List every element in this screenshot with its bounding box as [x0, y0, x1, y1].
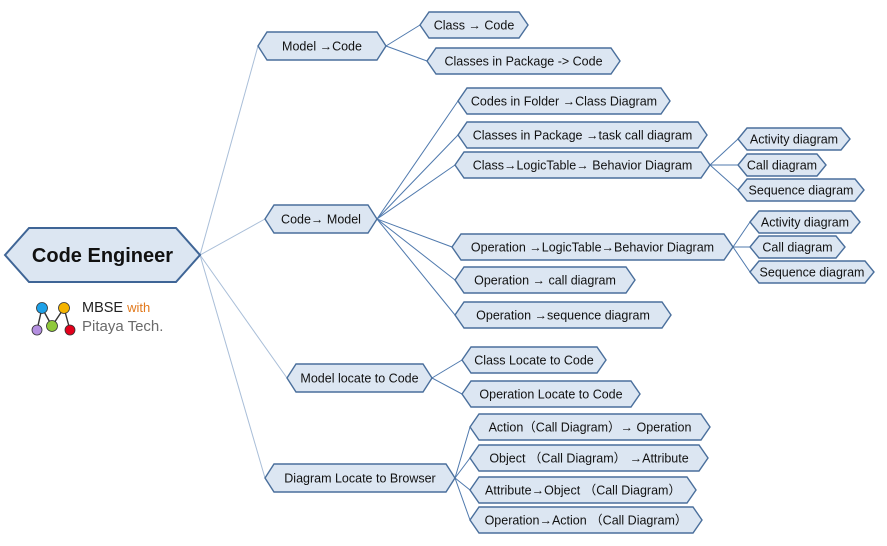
child-node-classes-in-package-task-call-diagram[interactable]: Classes in Package →task call diagram	[457, 121, 708, 149]
child-node-class-logictable-behavior-diagram-label: Class→LogicTable→ Behavior Diagram	[473, 159, 693, 173]
leaf-node-activity-diagram-label: Activity diagram	[761, 216, 849, 230]
branch-connector	[454, 457, 471, 479]
leaf-node-call-diagram-label: Call diagram	[747, 159, 817, 173]
child-node-operation-sequence-diagram-label: Operation →sequence diagram	[476, 309, 650, 323]
leaf-node-sequence-diagram-label: Sequence diagram	[749, 184, 854, 198]
leaf-node-activity-diagram[interactable]: Activity diagram	[737, 127, 851, 151]
child-node-attribute-object-call-diagram-label: Attribute→Object （Call Diagram）	[485, 484, 681, 498]
branch-connector	[376, 218, 456, 281]
leaf-node-activity-diagram[interactable]: Activity diagram	[749, 210, 861, 234]
branch-connector	[385, 24, 421, 47]
child-node-classes-in-package-code[interactable]: Classes in Package -> Code	[426, 47, 621, 75]
child-node-classes-in-package-task-call-diagram-label: Classes in Package →task call diagram	[473, 129, 693, 143]
leaf-node-sequence-diagram-label: Sequence diagram	[760, 266, 865, 280]
logo-company: Pitaya Tech.	[82, 318, 164, 335]
branch-connector	[454, 477, 471, 491]
branch-connector	[454, 426, 471, 479]
child-node-class-code[interactable]: Class → Code	[419, 11, 529, 39]
branch-connector	[376, 218, 453, 248]
root-connector	[199, 254, 266, 479]
child-node-operation-locate-to-code[interactable]: Operation Locate to Code	[461, 380, 641, 408]
branch-node-code-model-label: Code→ Model	[281, 213, 361, 227]
leaf-connector	[709, 138, 739, 166]
child-node-operation-sequence-diagram[interactable]: Operation →sequence diagram	[454, 301, 672, 329]
leaf-connector	[709, 164, 739, 191]
child-node-object-call-diagram-attribute[interactable]: Object （Call Diagram） →Attribute	[469, 444, 709, 472]
root-connector	[199, 254, 288, 379]
leaf-node-call-diagram[interactable]: Call diagram	[749, 235, 846, 259]
child-node-class-code-label: Class → Code	[434, 19, 515, 33]
child-node-object-call-diagram-attribute-label: Object （Call Diagram） →Attribute	[489, 452, 688, 466]
child-node-operation-logictable-behavior-diagram-label: Operation →LogicTable→Behavior Diagram	[471, 241, 714, 255]
branch-connector	[376, 164, 456, 220]
root-node-code-engineer[interactable]: Code Engineer	[3, 227, 202, 283]
branch-node-model-code-label: Model →Code	[282, 40, 362, 54]
leaf-node-call-diagram[interactable]: Call diagram	[737, 153, 827, 177]
child-node-attribute-object-call-diagram[interactable]: Attribute→Object （Call Diagram）	[469, 476, 697, 504]
root-node-code-engineer-label: Code Engineer	[32, 245, 173, 267]
child-node-action-call-diagram-operation-label: Action（Call Diagram）→ Operation	[489, 421, 692, 435]
leaf-node-sequence-diagram[interactable]: Sequence diagram	[749, 260, 875, 284]
child-node-class-locate-to-code-label: Class Locate to Code	[474, 354, 594, 368]
branch-connector	[376, 100, 459, 220]
logo-with: with	[127, 300, 151, 315]
child-node-operation-action-call-diagram[interactable]: Operation→Action （Call Diagram）	[469, 506, 703, 534]
leaf-node-sequence-diagram[interactable]: Sequence diagram	[737, 178, 865, 202]
logo-mark-icon	[31, 302, 76, 336]
branch-node-model-locate-to-code[interactable]: Model locate to Code	[286, 363, 433, 393]
leaf-node-activity-diagram-label: Activity diagram	[750, 133, 838, 147]
leaf-connector	[732, 246, 751, 273]
child-node-operation-logictable-behavior-diagram[interactable]: Operation →LogicTable→Behavior Diagram	[451, 233, 734, 261]
branch-connector	[376, 218, 456, 316]
child-node-operation-action-call-diagram-label: Operation→Action （Call Diagram）	[485, 514, 688, 528]
branch-node-code-model[interactable]: Code→ Model	[264, 204, 378, 234]
child-node-classes-in-package-code-label: Classes in Package -> Code	[444, 55, 602, 69]
child-node-class-locate-to-code[interactable]: Class Locate to Code	[461, 346, 607, 374]
branch-connector	[454, 477, 471, 521]
leaf-connector	[732, 221, 751, 248]
branch-node-model-locate-to-code-label: Model locate to Code	[300, 372, 418, 386]
root-connector	[199, 218, 266, 256]
child-node-codes-in-folder-class-diagram[interactable]: Codes in Folder →Class Diagram	[457, 87, 671, 115]
branch-connector	[376, 134, 459, 220]
branch-connector	[385, 45, 428, 62]
branch-node-diagram-locate-to-browser[interactable]: Diagram Locate to Browser	[264, 463, 456, 493]
branch-node-diagram-locate-to-browser-label: Diagram Locate to Browser	[284, 472, 435, 486]
child-node-operation-call-diagram-label: Operation → call diagram	[474, 274, 616, 288]
child-node-codes-in-folder-class-diagram-label: Codes in Folder →Class Diagram	[471, 95, 657, 109]
leaf-node-call-diagram-label: Call diagram	[762, 241, 832, 255]
branch-node-model-code[interactable]: Model →Code	[257, 31, 387, 61]
root-connector	[199, 45, 259, 256]
mbse-pitaya-logo: MBSE with Pitaya Tech.	[30, 298, 200, 340]
logo-brand-line: MBSE with	[82, 300, 150, 316]
child-node-action-call-diagram-operation[interactable]: Action（Call Diagram）→ Operation	[469, 413, 711, 441]
child-node-operation-locate-to-code-label: Operation Locate to Code	[479, 388, 622, 402]
child-node-operation-call-diagram[interactable]: Operation → call diagram	[454, 266, 636, 294]
logo-brand: MBSE	[82, 300, 124, 316]
branch-connector	[431, 359, 463, 379]
branch-connector	[431, 377, 463, 395]
child-node-class-logictable-behavior-diagram[interactable]: Class→LogicTable→ Behavior Diagram	[454, 151, 711, 179]
